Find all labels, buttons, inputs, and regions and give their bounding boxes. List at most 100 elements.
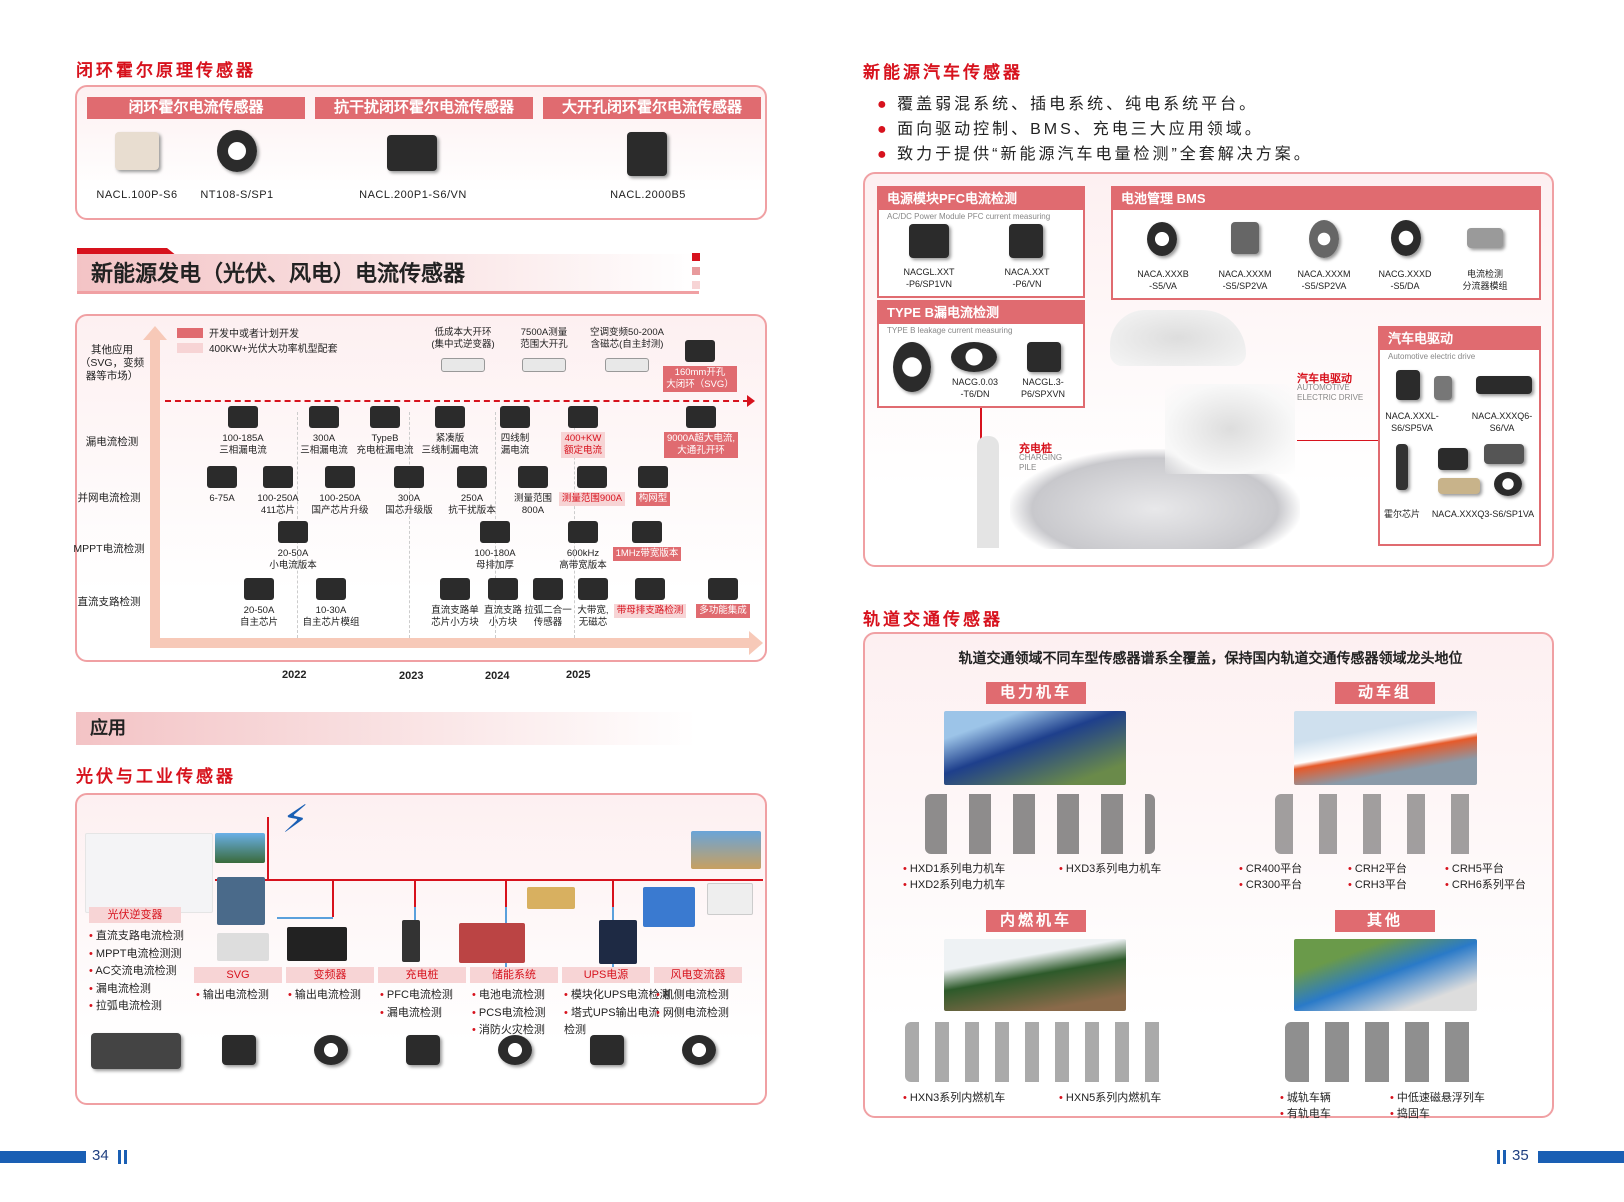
timeline-item: 400+KW 额定电流 — [535, 406, 631, 458]
server-image — [643, 887, 695, 927]
electric-locomotive-image — [944, 711, 1126, 785]
rail-item: 中低速磁悬浮列车 — [1390, 1089, 1485, 1105]
product-image — [406, 1035, 440, 1065]
product-image — [578, 578, 608, 600]
product-image — [568, 521, 598, 543]
nev-bullet: ● 致力于提供“新能源汽车电量检测”全套解决方案。 — [877, 146, 1313, 163]
product-image — [217, 130, 257, 172]
dashed-arrowhead — [747, 395, 755, 407]
product-image — [685, 340, 715, 362]
app-column-item: PCS电流检测 — [472, 1005, 546, 1022]
charging-pile-image — [402, 920, 420, 962]
app-column-item: 网侧电流检测 — [656, 1005, 729, 1022]
bms-panel: 电池管理 BMS NACA.XXXB -S5/VA NACA.XXXM -S5/… — [1111, 186, 1541, 300]
nev-bullet: ● 覆盖弱混系统、插电系统、纯电系统平台。 — [877, 96, 1259, 113]
timeline-item-label: 空调变频50-200A 含磁芯(自主封测) — [590, 327, 664, 350]
year-divider — [409, 412, 410, 638]
pfc-panel: 电源模块PFC电流检测 AC/DC Power Module PFC curre… — [877, 186, 1085, 298]
timeline-item-label: 600kHz 高带宽版本 — [559, 548, 607, 571]
page-number-right: 35 — [1512, 1147, 1529, 1164]
wind-farm-image — [691, 831, 761, 869]
timeline-item-label: 1MHz带宽版本 — [612, 547, 682, 561]
product-image — [1467, 228, 1503, 248]
product-name: NACA.XXXL- S6/SP5VA — [1385, 411, 1439, 433]
product-name: NACL.2000B5 — [610, 189, 686, 201]
timeline-item-label: 100-185A 三相漏电流 — [219, 433, 267, 456]
feeder-line — [277, 917, 333, 919]
timeline-item-label: 测量范围 800A — [513, 493, 552, 516]
product-name: NACA.XXXQ6- S6/VA — [1471, 411, 1533, 433]
decor-square — [692, 267, 700, 275]
timeline-item-label: 20-50A 自主芯片 — [239, 605, 278, 628]
timeline-item-label: 6-75A — [209, 493, 235, 504]
rail-item: HXD2系列电力机车 — [903, 876, 1005, 892]
timeline-box: 开发中或者计划开发 400KW+光伏大功率机型配套 其他应用（SVG，变频器等市… — [73, 314, 767, 682]
product-image — [638, 466, 668, 488]
timeline-item-label: 直流支路单 芯片小方块 — [431, 605, 479, 628]
app-column-item: 消防火灾检测 — [472, 1022, 545, 1039]
bms-title: 电池管理 BMS — [1113, 188, 1539, 210]
product-image — [457, 466, 487, 488]
rail-item: HXD3系列电力机车 — [1059, 860, 1161, 876]
timeline-item: 1MHz带宽版本 — [599, 521, 695, 561]
product-image — [1434, 376, 1452, 400]
product-image — [309, 406, 339, 428]
product-image — [1438, 448, 1468, 470]
rail-item: CRH5平台 — [1445, 860, 1504, 876]
electric-loco-sensors — [925, 794, 1155, 854]
app-column-header: SVG — [194, 967, 282, 983]
power-tower-icon: ⚡ — [282, 799, 309, 841]
banner-title: 新能源发电（光伏、风电）电流传感器 — [77, 254, 699, 294]
callout-pile-cn: 充电桩 — [1019, 443, 1052, 455]
building-image — [527, 887, 575, 909]
product-image — [568, 406, 598, 428]
product-image — [1309, 220, 1339, 258]
rail-item: CRH2平台 — [1348, 860, 1407, 876]
grid-bus-line — [215, 879, 763, 881]
product-image — [1438, 478, 1480, 494]
header-closed-loop: 闭环霍尔电流传感器 — [87, 97, 305, 119]
timeline-item: 空调变频50-200A 含磁芯(自主封测) — [579, 326, 675, 376]
product-name: 电流检测 分流器模组 — [1462, 269, 1508, 291]
group-header-other: 其他 — [1335, 910, 1435, 932]
timeline-item: 7500A测量 范围大开孔 — [496, 326, 592, 376]
grid-drop — [612, 879, 614, 907]
rail-item: CR400平台 — [1239, 860, 1302, 876]
x-axis-arrow — [150, 638, 750, 648]
pv-item: 拉弧电流检测 — [89, 997, 162, 1013]
svg-cabinet-image — [217, 933, 269, 961]
timeline-item: 100-250A 411芯片 — [230, 466, 326, 518]
timeline-item: 大带宽, 无磁芯 — [545, 578, 641, 630]
timeline-item: 300A 三相漏电流 — [276, 406, 372, 458]
grid-drop — [505, 879, 507, 907]
product-image — [1231, 222, 1259, 254]
product-image — [387, 135, 437, 171]
app-column-header: 变频器 — [286, 967, 374, 983]
page-number-left: 34 — [92, 1147, 109, 1164]
product-name: NACG.XXXD -S5/DA — [1378, 269, 1432, 291]
app-column-item: 输出电流检测 — [288, 987, 361, 1004]
drive-subtitle: Automotive electric drive — [1388, 352, 1476, 361]
diesel-loco-sensors — [905, 1022, 1165, 1082]
timeline-item: 20-50A 自主芯片 — [211, 578, 307, 630]
page-bar-right — [1538, 1151, 1624, 1163]
timeline-item: 100-250A 国产芯片升级 — [292, 466, 388, 518]
product-name: 霍尔芯片 — [1383, 509, 1420, 519]
timeline-item: 600kHz 高带宽版本 — [535, 521, 631, 573]
product-image — [498, 1035, 532, 1065]
factory-image — [217, 877, 265, 925]
row-label: 直流支路检测 — [77, 596, 141, 608]
product-image — [1494, 472, 1522, 496]
timeline-item-label: 20-50A 小电流版本 — [269, 548, 317, 571]
timeline-item-label: TypeB 充电桩漏电流 — [356, 433, 414, 456]
product-image — [222, 1035, 256, 1065]
row-label: 其他应用（SVG，变频器等市场） — [79, 344, 145, 382]
drive-panel: 汽车电驱动 Automotive electric drive NACA.XXX… — [1378, 326, 1541, 546]
group-header-diesel: 内燃机车 — [986, 910, 1086, 932]
timeline-item: 9000A超大电流, 大通孔开环 — [653, 406, 749, 458]
product-image — [635, 578, 665, 600]
app-column-item: PFC电流检测 — [380, 987, 453, 1004]
app-column-item: 输出电流检测 — [196, 987, 269, 1004]
app-column-item: 塔式UPS输出电流 检测 — [564, 1005, 660, 1039]
rail-item: 捣固车 — [1390, 1105, 1430, 1121]
